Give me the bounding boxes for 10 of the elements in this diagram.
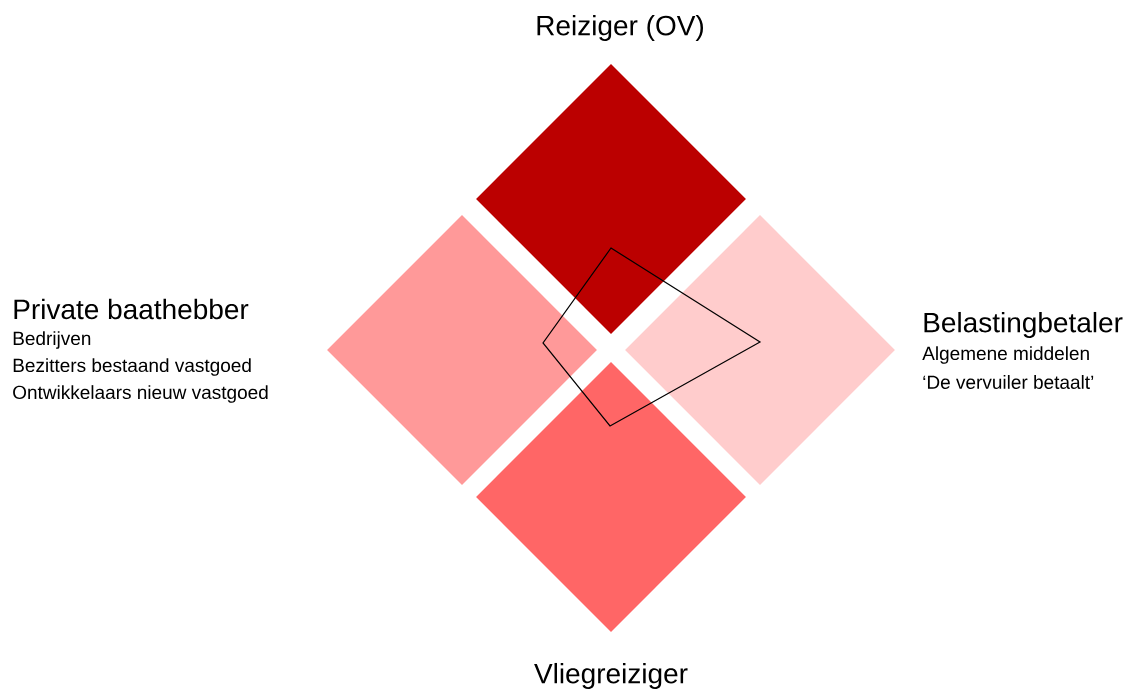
body-text: Bedrijven [13,331,91,349]
heading: Private baathebber [14,298,249,320]
body-text: Bezitters bestaand vastgoed [13,358,251,376]
body-text: Ontwikkelaars nieuw vastgoed [13,385,268,403]
heading: Belastingbetaler [924,311,1123,339]
body-text: ‘De vervuiler betaalt’ [923,375,1094,389]
heading: Vliegreiziger [534,662,688,690]
body-text: Algemene middelen [922,346,1089,364]
quadrilateral-outline [542,247,762,427]
heading: Reiziger (OV) [537,14,703,42]
